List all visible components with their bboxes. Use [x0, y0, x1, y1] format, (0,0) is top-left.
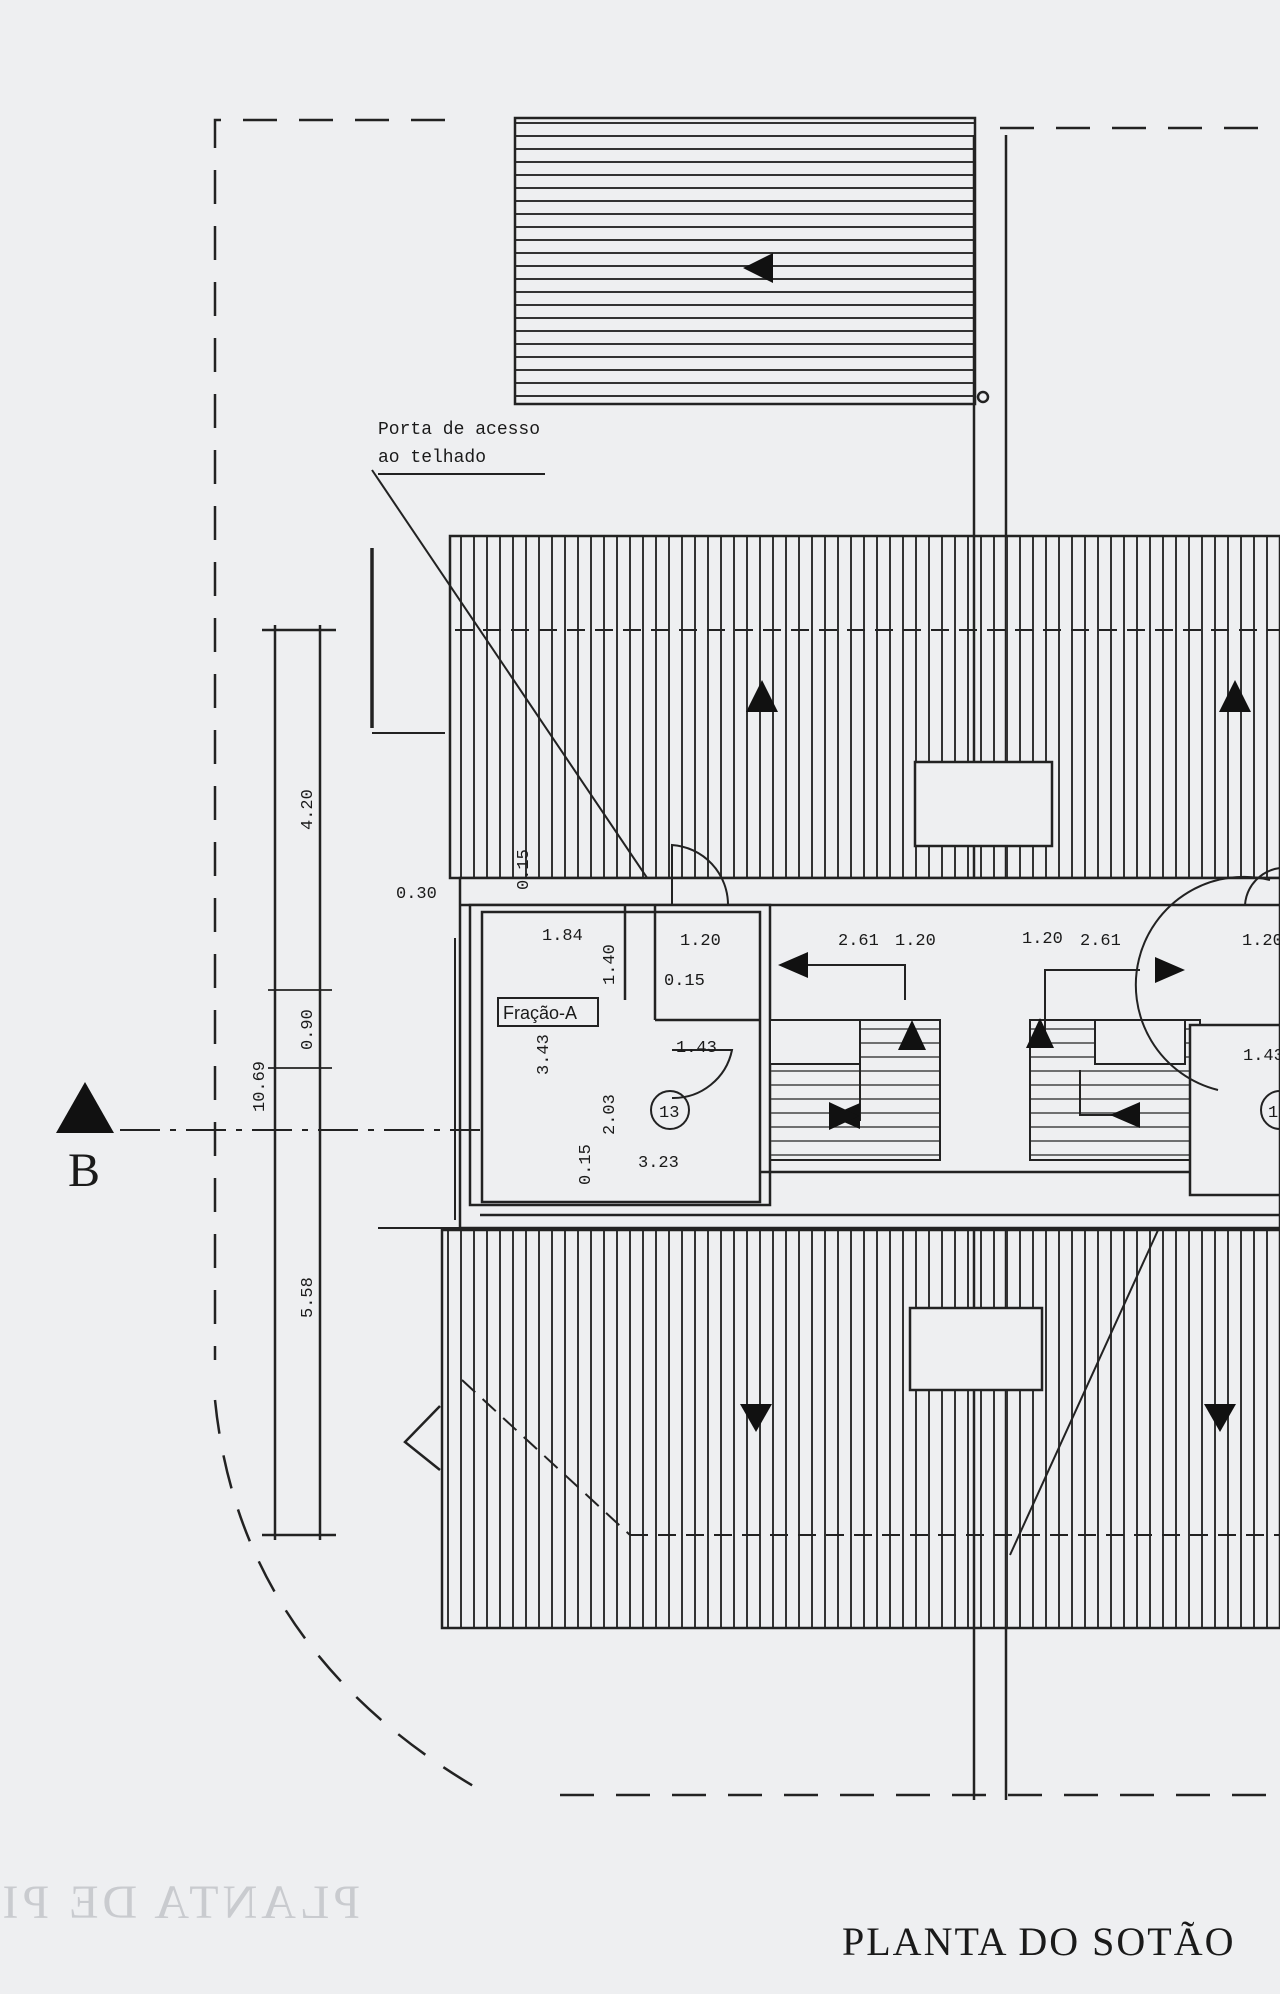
- dim-room-depth: 3.43: [535, 1034, 554, 1075]
- section-marker-label: B: [68, 1144, 100, 1197]
- dim-small-a: 0.15: [664, 972, 705, 991]
- dim-eave: 0.15: [515, 849, 534, 890]
- dim-upper: 4.20: [299, 789, 318, 830]
- unit-room-inner: [480, 910, 762, 1204]
- dim-overall-height: 10.69: [251, 1061, 270, 1112]
- unit-room-walls: [468, 903, 772, 1207]
- fraction-label: Fração-A: [503, 1003, 577, 1023]
- unit-number-circle: [650, 1090, 690, 1130]
- dim-right-edge: 1.20: [1242, 932, 1280, 951]
- dim-stair-run-b: 2.61: [1080, 932, 1121, 951]
- skylight-lower: [908, 1306, 1044, 1392]
- upper-roof-slope: [448, 534, 1280, 880]
- dim-inner-depth: 2.03: [601, 1094, 620, 1135]
- door-swing-top: [671, 843, 730, 906]
- slope-arrow-down-right: [1204, 1404, 1236, 1432]
- dim-landing-a: 1.20: [895, 932, 936, 951]
- dim-room-length: 3.23: [638, 1154, 679, 1173]
- slope-arrow-left: [743, 253, 773, 283]
- dim-right-stair: 1.43: [1243, 1047, 1280, 1066]
- faded-bleedthrough-title: PLANTA DE PISO: [0, 1876, 360, 1929]
- dim-door-width: 1.20: [680, 932, 721, 951]
- dim-depth-a: 1.40: [601, 944, 620, 985]
- dim-wall-offset: 0.30: [396, 885, 437, 904]
- door-swing-room: [671, 1049, 734, 1100]
- access-note-line2: ao telhado: [378, 448, 486, 468]
- right-unit-room: [1188, 1023, 1280, 1197]
- dim-room-width: 1.84: [542, 927, 583, 946]
- section-line-b: [56, 1082, 480, 1133]
- attic-floor: [458, 843, 1280, 1230]
- slope-arrow-down-left: [740, 1404, 772, 1432]
- skylight-upper: [913, 760, 1054, 848]
- drawing-title: PLANTA DO SOTÃO: [842, 1919, 1235, 1964]
- door-swing-right: [1134, 875, 1271, 1091]
- dim-stair-run: 2.61: [838, 932, 879, 951]
- door-swing-right-edge: [1244, 867, 1280, 906]
- dim-bottom-offset: 0.15: [577, 1144, 596, 1185]
- dim-lower: 5.58: [299, 1277, 318, 1318]
- unit-number: 13: [659, 1104, 679, 1123]
- section-marker-triangle: [56, 1082, 114, 1133]
- lower-roof-slope: [403, 1228, 1280, 1630]
- dimension-rail: [262, 548, 470, 1540]
- dim-middle: 0.90: [299, 1009, 318, 1050]
- dim-landing-b: 1.20: [1022, 930, 1063, 949]
- unit-number-circle-right: [1260, 1090, 1280, 1130]
- slope-arrow-up-right: [1219, 680, 1251, 712]
- slope-arrow-up-left: [746, 680, 778, 712]
- dim-stair-width: 1.43: [676, 1039, 717, 1058]
- top-roof-slope: [513, 116, 977, 406]
- circulation-arrows: [778, 952, 1185, 1130]
- unit-number-right: 1: [1268, 1104, 1278, 1123]
- fraction-label-box: [497, 997, 599, 1027]
- dormer-triangle: [403, 1405, 441, 1471]
- plot-boundary: [213, 118, 1280, 1797]
- access-note-line1: Porta de acesso: [378, 420, 540, 440]
